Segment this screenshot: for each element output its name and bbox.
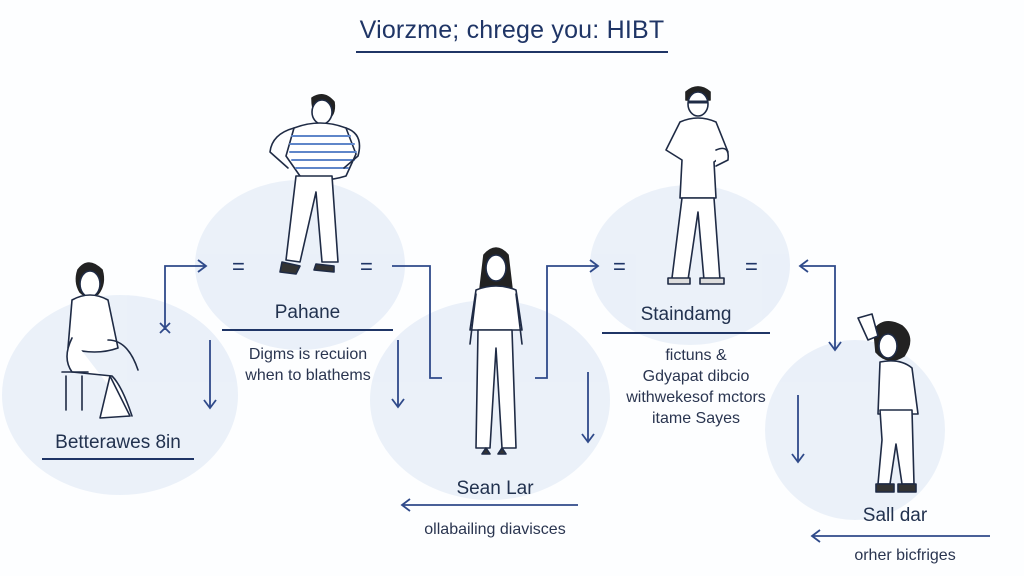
arrow-bottom-center-head bbox=[400, 498, 411, 512]
arrow-head-bracket-left bbox=[197, 259, 208, 273]
arrow-x-mark-2 bbox=[159, 322, 171, 334]
arrow-down-right-head bbox=[791, 453, 805, 464]
arrow-down-mid-left-head bbox=[391, 398, 405, 409]
figure-striped-person bbox=[269, 94, 361, 275]
label-staindamg-name: Staindamg bbox=[640, 304, 732, 325]
staindamg-desc-line-3: withwekesof mctors bbox=[626, 389, 766, 406]
arrow-sean-staindamg bbox=[535, 265, 598, 379]
arrow-sean-staindamg-head bbox=[589, 259, 600, 273]
diagram-title-text: Viorzme; chrege you: HIBT bbox=[355, 14, 669, 53]
arrow-right-bracket-head bbox=[798, 259, 809, 273]
label-sall-dar-description: orher bicfriges bbox=[854, 547, 956, 564]
arrow-left-bracket bbox=[164, 265, 205, 330]
equals-connectors: = = = = bbox=[232, 254, 758, 279]
label-pahane-name: Pahane bbox=[274, 302, 341, 323]
figure-standing-man bbox=[665, 86, 730, 285]
arrow-down-mid-right-head bbox=[581, 433, 595, 444]
label-betterawes-name: Betterawes 8in bbox=[55, 432, 181, 453]
diagram-title: Viorzme; chrege you: HIBT bbox=[0, 14, 1024, 53]
blob-pahane bbox=[195, 180, 405, 350]
figure-center-woman bbox=[469, 247, 523, 455]
label-pahane-description: Digms is recuion when to blathems bbox=[210, 344, 406, 386]
arrow-down-left-head bbox=[203, 399, 217, 410]
staindamg-desc-line-2: Gdyapat dibcio bbox=[642, 368, 750, 385]
figures bbox=[61, 86, 919, 493]
equals-4: = bbox=[745, 254, 758, 279]
equals-1: = bbox=[232, 254, 245, 279]
arrow-pahane-sean bbox=[392, 265, 442, 379]
arrow-right-bracket bbox=[800, 265, 836, 350]
label-staindamg-description: fictuns & Gdyapat dibcio withwekesof mct… bbox=[596, 345, 796, 429]
name-underlines bbox=[42, 329, 770, 460]
pahane-desc-line-2: when to blathems bbox=[245, 367, 371, 384]
figure-curly-person bbox=[857, 313, 919, 493]
arrow-bottom-right-head bbox=[810, 529, 821, 543]
label-sean-lar-description: ollabailing diavisces bbox=[424, 521, 566, 538]
label-sean-lar-name: Sean Lar bbox=[456, 478, 534, 499]
arrow-right-bracket-down-head bbox=[828, 341, 842, 352]
background-blobs bbox=[2, 180, 945, 520]
pahane-desc-line-1: Digms is recuion bbox=[248, 346, 368, 363]
figure-seated-person bbox=[61, 262, 139, 419]
label-sall-dar-name: Sall dar bbox=[862, 505, 928, 526]
staindamg-desc-line-4: itame Sayes bbox=[651, 410, 741, 427]
equals-3: = bbox=[613, 254, 626, 279]
connector-arrows bbox=[159, 259, 990, 543]
staindamg-desc-line-1: fictuns & bbox=[665, 347, 727, 364]
equals-2: = bbox=[360, 254, 373, 279]
